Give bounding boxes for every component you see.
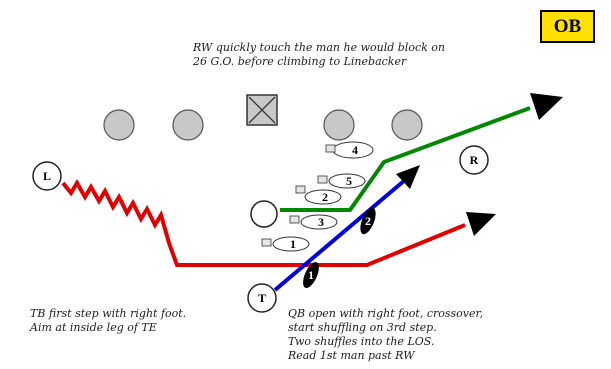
footprint-icon: 5 — [317, 173, 366, 189]
footprint-icon: 1 — [261, 236, 310, 252]
rw-note: RW quickly touch the man he would block … — [193, 41, 445, 69]
tb-note-line-1: TB first step with right foot. — [30, 307, 187, 320]
red-arrowhead — [466, 212, 496, 236]
player-r-circle — [459, 145, 489, 175]
qb-step-4: 4 — [352, 143, 358, 157]
qb-step-3: 3 — [318, 215, 324, 229]
qb-note-line-4: Read 1st man past RW — [288, 349, 415, 362]
footprint-icon: 2 — [295, 185, 342, 205]
qb-step-2: 2 — [322, 190, 328, 204]
player-l-circle — [32, 161, 62, 191]
player-t-label: T — [258, 291, 266, 305]
tb-step-mark — [303, 261, 319, 289]
tb-note: TB first step with right foot. Aim at in… — [30, 307, 186, 335]
player-r-label: R — [470, 153, 479, 167]
rw-note-line-1: RW quickly touch the man he would block … — [193, 41, 445, 54]
qb-circle — [250, 200, 278, 228]
qb-note: QB open with right foot, crossover, star… — [288, 307, 483, 363]
tb-note-line-2: Aim at inside leg of TE — [30, 321, 157, 334]
player-l-label: L — [43, 169, 51, 183]
ob-badge: OB — [540, 10, 595, 43]
tb-step-2: 2 — [365, 214, 371, 228]
red-route — [61, 179, 466, 267]
green-route — [280, 106, 531, 212]
footprint-icon: 3 — [289, 214, 338, 230]
lineman-circle-icon — [103, 109, 135, 141]
qb-step-1: 1 — [290, 237, 296, 251]
center-square-x-icon — [246, 94, 278, 126]
green-arrowhead — [530, 93, 563, 120]
lineman-circle-icon — [172, 109, 204, 141]
lineman-circle-icon — [323, 109, 355, 141]
tb-step-1: 1 — [308, 268, 314, 282]
blue-route — [273, 178, 407, 292]
rw-note-line-2: 26 G.O. before climbing to Linebacker — [193, 55, 407, 68]
qb-step-5: 5 — [346, 174, 352, 188]
qb-note-line-1: QB open with right foot, crossover, — [288, 307, 484, 320]
footprint-icon: 4 — [325, 141, 374, 159]
qb-note-line-3: Two shuffles into the LOS. — [288, 335, 435, 348]
tb-step-mark — [360, 207, 376, 235]
lineman-circle-icon — [391, 109, 423, 141]
qb-note-line-2: start shuffling on 3rd step. — [288, 321, 437, 334]
blue-arrowhead — [396, 165, 420, 189]
player-t-circle — [247, 283, 277, 313]
